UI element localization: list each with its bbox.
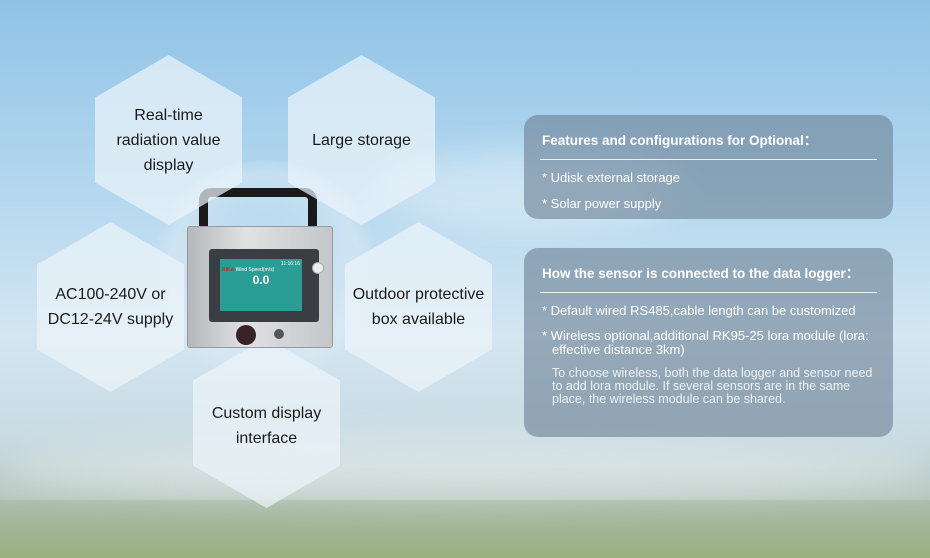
vent-cap xyxy=(312,262,324,274)
hex-label: Large storage xyxy=(312,131,411,149)
hex-label: AC100-240V or DC12-24V supply xyxy=(47,286,174,328)
panel-title: Features and configurations for Optional… xyxy=(540,127,877,160)
hex-label: Custom display interface xyxy=(211,405,322,447)
hex-label: Real-time radiation value display xyxy=(116,106,221,174)
data-logger-device: 11:16:16 RIKA Wind Speed(m/s) 0.0 xyxy=(187,188,339,348)
handle xyxy=(199,188,317,233)
screen-bezel: 11:16:16 RIKA Wind Speed(m/s) 0.0 xyxy=(209,249,319,322)
connector-icon xyxy=(236,325,256,345)
gland-icon xyxy=(274,329,284,339)
enclosure: 11:16:16 RIKA Wind Speed(m/s) 0.0 xyxy=(187,226,333,348)
wireless-note: To choose wireless, both the data logger… xyxy=(552,366,873,406)
connection-panel: How the sensor is connected to the data … xyxy=(524,248,893,437)
list-item: * Wireless optional,additional RK95-25 l… xyxy=(542,328,869,357)
list-item: * Solar power supply xyxy=(542,196,662,211)
optional-features-panel: Features and configurations for Optional… xyxy=(524,115,893,219)
landscape xyxy=(0,500,930,558)
hex-custom-display: Custom display interface xyxy=(193,338,340,508)
list-item: * Udisk external storage xyxy=(542,170,681,185)
screen-value: 0.0 xyxy=(252,273,270,287)
screen-title: Wind Speed(m/s) xyxy=(235,267,275,273)
haze xyxy=(0,440,930,500)
screen-time: 11:16:16 xyxy=(280,261,300,267)
hex-label: Outdoor protective box available xyxy=(352,286,485,328)
brand-logo: RIKA xyxy=(222,267,235,273)
list-item: * Default wired RS485,cable length can b… xyxy=(542,303,856,318)
screen: 11:16:16 RIKA Wind Speed(m/s) 0.0 xyxy=(220,259,302,311)
panel-title: How the sensor is connected to the data … xyxy=(540,260,877,293)
